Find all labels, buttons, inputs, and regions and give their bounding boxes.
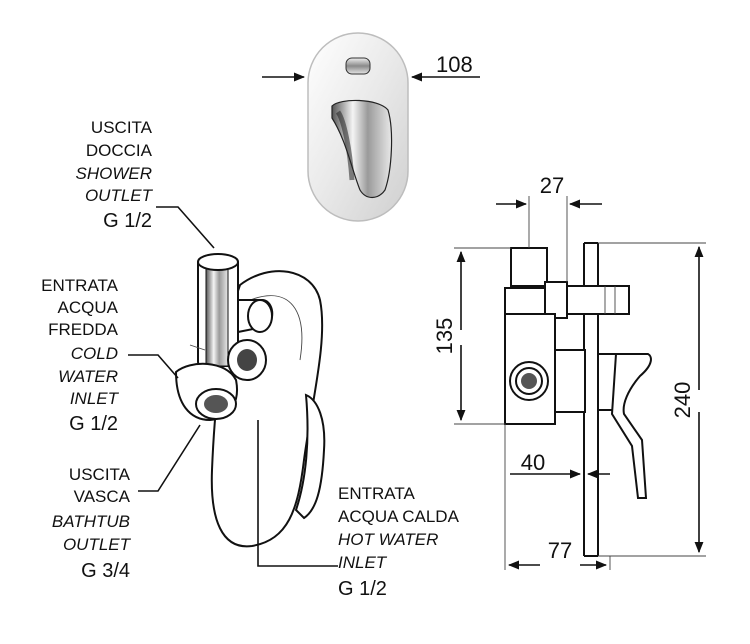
shower-en-2: OUTLET [85, 186, 154, 205]
cold-thread: G 1/2 [69, 413, 118, 435]
bathtub-thread: G 3/4 [81, 560, 130, 582]
label-bathtub-outlet: USCITA VASCA BATHTUB OUTLET G 3/4 [52, 465, 132, 582]
dim-77: 77 [548, 538, 572, 563]
side-diverter-stem [566, 285, 630, 315]
side-dimensions: 27 135 240 40 77 [432, 173, 706, 570]
cold-en-3: INLET [70, 389, 120, 408]
cold-en-1: COLD [71, 344, 118, 363]
body-rear-flange [294, 393, 326, 520]
hot-thread: G 1/2 [338, 578, 387, 600]
shower-thread: G 1/2 [103, 210, 152, 232]
shower-en-1: SHOWER [76, 164, 153, 183]
dim-27: 27 [540, 173, 564, 198]
dim-240: 240 [670, 382, 695, 419]
dim-40: 40 [521, 450, 545, 475]
plate-width-dimension: 108 [262, 52, 480, 82]
shower-it-2: DOCCIA [86, 141, 153, 160]
side-cartridge [554, 349, 586, 413]
bathtub-it-2: VASCA [74, 487, 131, 506]
cold-it-1: ENTRATA [41, 276, 118, 295]
hot-en-2: INLET [338, 553, 388, 572]
shower-it-1: USCITA [91, 118, 153, 137]
cold-it-2: ACQUA [58, 298, 119, 317]
body-shell [210, 270, 324, 548]
product-front-view [307, 32, 409, 222]
hot-en-1: HOT WATER [338, 530, 438, 549]
hot-it-1: ENTRATA [338, 484, 415, 503]
cold-en-2: WATER [58, 367, 118, 386]
label-shower-outlet: USCITA DOCCIA SHOWER OUTLET G 1/2 [76, 118, 154, 232]
side-shower-pipe [510, 247, 548, 287]
label-hot-inlet: ENTRATA ACQUA CALDA HOT WATER INLET G 1/… [338, 484, 460, 600]
body-perspective-view [174, 253, 326, 548]
hot-it-2: ACQUA CALDA [338, 507, 460, 526]
bathtub-en-1: BATHTUB [52, 512, 130, 531]
bathtub-it-1: USCITA [69, 465, 131, 484]
dim-108: 108 [436, 52, 473, 77]
dim-135: 135 [432, 318, 457, 355]
diverter-knob [345, 57, 371, 75]
bathtub-en-2: OUTLET [63, 535, 132, 554]
cold-it-3: FREDDA [48, 320, 119, 339]
side-elevation-view [504, 242, 652, 557]
label-cold-inlet: ENTRATA ACQUA FREDDA COLD WATER INLET G … [41, 276, 119, 435]
side-lever [610, 353, 652, 499]
leader-lines [128, 206, 338, 567]
